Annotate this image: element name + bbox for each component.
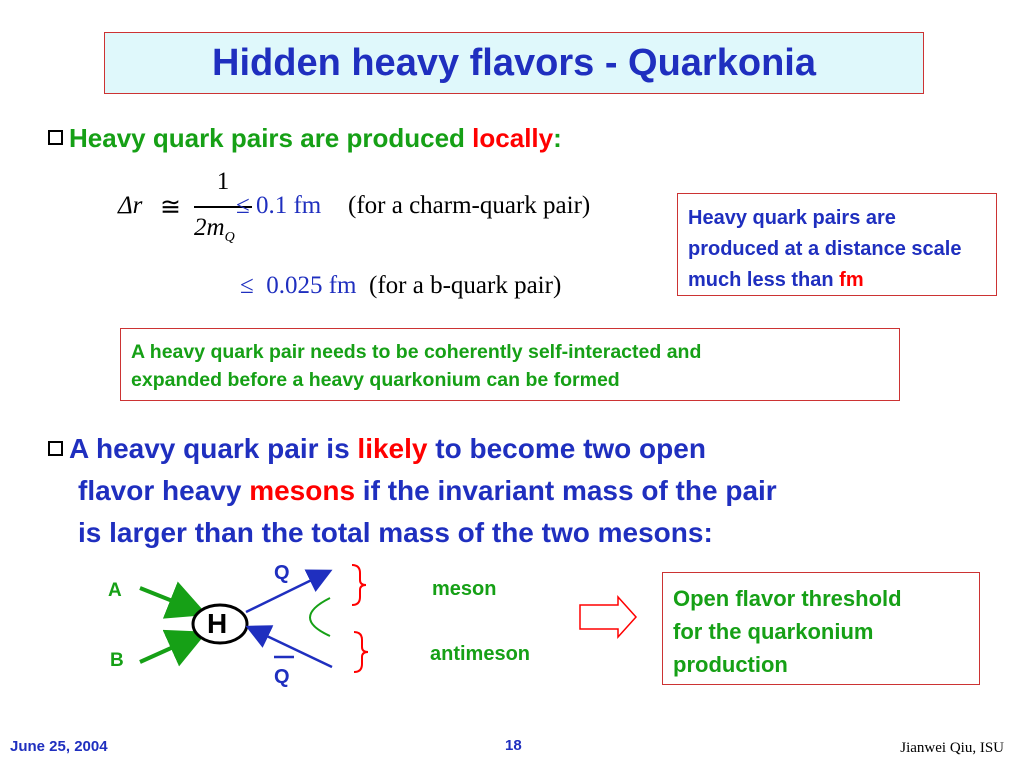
- h-vertex: [191, 603, 249, 645]
- label-a: A: [108, 580, 122, 601]
- center-box-line-1: A heavy quark pair needs to be coherentl…: [131, 341, 702, 363]
- formula-line-2: ≤ 0.025 fm (for a b-quark pair): [240, 272, 561, 300]
- antimeson-brace: [353, 631, 369, 673]
- fraction-denominator: 2mQ: [194, 214, 235, 245]
- bullet-2-part-5: is larger than the total mass of the two…: [78, 517, 713, 548]
- bullet-2-part-4: if the invariant mass of the pair: [355, 475, 777, 506]
- footer-date: June 25, 2004: [10, 738, 108, 755]
- side-box-distance: Heavy quark pairs are produced at a dist…: [677, 193, 997, 296]
- delta-r: Δr: [118, 192, 143, 219]
- bullet-2-part-3: flavor heavy: [78, 475, 250, 506]
- bullet-1-colon: :: [553, 123, 562, 153]
- incoming-arrow-a: [139, 581, 208, 619]
- square-bullet-icon: [48, 130, 63, 145]
- footer-page-number: 18: [505, 737, 522, 754]
- label-qbar: Q: [274, 666, 290, 688]
- bullet-2-highlight-2: mesons: [249, 475, 356, 506]
- side-box-2-line-2: for the quarkonium: [673, 619, 874, 644]
- antiquark-arrow: [245, 625, 333, 669]
- incoming-arrow-b: [139, 629, 208, 667]
- slide-title: Hidden heavy flavors - Quarkonia: [212, 41, 816, 84]
- bullet-2: A heavy quark pair is likely to become t…: [48, 428, 777, 554]
- center-box: A heavy quark pair needs to be coherentl…: [120, 328, 900, 401]
- approx-symbol: ≅: [160, 194, 181, 221]
- value-2: 0.025 fm: [266, 272, 357, 299]
- bullet-1-highlight: locally: [472, 123, 554, 153]
- le-symbol-2: ≤: [240, 272, 254, 299]
- label-q: Q: [274, 562, 290, 584]
- label-antimeson: antimeson: [430, 643, 531, 665]
- implies-arrow-icon: [579, 595, 638, 639]
- side-box-2-line-3: production: [673, 652, 788, 677]
- side-box-1-highlight: fm: [839, 269, 864, 291]
- fraction-numerator: 1: [216, 168, 230, 195]
- center-box-line-2: expanded before a heavy quarkonium can b…: [131, 369, 620, 391]
- bullet-2-part-1: A heavy quark pair is: [69, 433, 358, 464]
- side-box-2-line-1: Open flavor threshold: [673, 586, 902, 611]
- meson-brace: [351, 564, 367, 606]
- bullet-2-highlight-1: likely: [357, 433, 428, 464]
- label-h: H: [207, 608, 228, 639]
- bullet-2-part-2: to become two open: [427, 433, 706, 464]
- gluon-curve: [309, 597, 331, 637]
- side-box-threshold: Open flavor threshold for the quarkonium…: [662, 572, 980, 685]
- side-box-1-text: Heavy quark pairs are produced at a dist…: [688, 207, 962, 291]
- label-meson: meson: [432, 578, 497, 600]
- square-bullet-icon: [48, 441, 63, 456]
- value-1: ≤ 0.1 fm: [236, 192, 322, 219]
- note-1: (for a charm-quark pair): [348, 192, 591, 219]
- note-2: (for a b-quark pair): [369, 272, 562, 299]
- quark-arrow: [245, 569, 333, 614]
- bullet-1: Heavy quark pairs are produced locally:: [48, 123, 562, 154]
- footer-author: Jianwei Qiu, ISU: [900, 740, 1004, 756]
- title-box: Hidden heavy flavors - Quarkonia: [104, 32, 924, 94]
- fraction-bar: [194, 206, 252, 208]
- bullet-1-text: Heavy quark pairs are produced: [69, 123, 473, 153]
- label-b: B: [110, 650, 124, 671]
